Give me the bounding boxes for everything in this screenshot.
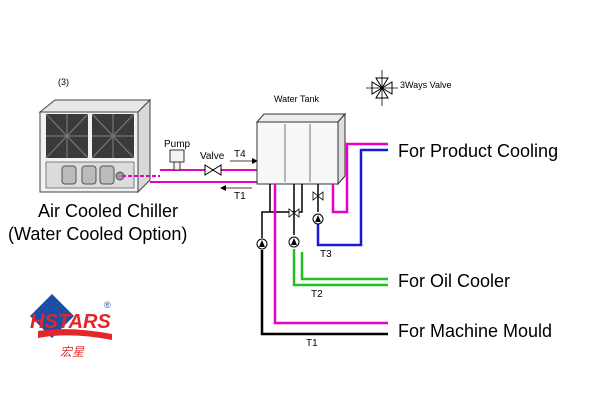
oil-cooler-circuit: T2 For Oil Cooler xyxy=(270,184,510,300)
machine-mould-circuit: T1 For Machine Mould xyxy=(256,184,552,349)
t2-label: T2 xyxy=(311,289,323,300)
compressor-icon xyxy=(61,165,125,185)
oil-cooler-return-pipe xyxy=(300,252,388,281)
figure-number: (3) xyxy=(58,77,69,87)
pump-t1-icon xyxy=(256,238,268,250)
t1-bottom-label: T1 xyxy=(306,338,318,349)
three-way-valve-label: 3Ways Valve xyxy=(400,80,452,90)
water-tank-label: Water Tank xyxy=(274,94,320,104)
pump-t3-icon xyxy=(312,213,324,225)
t3-label: T3 xyxy=(320,249,332,260)
machine-mould-return-pipe xyxy=(273,184,388,325)
t1-return-label: T1 xyxy=(234,191,246,202)
valve-label: Valve xyxy=(200,151,225,162)
output-product-cooling: For Product Cooling xyxy=(398,141,558,161)
machine-mould-supply-pipe xyxy=(260,250,388,336)
t4-label: T4 xyxy=(234,149,246,160)
gate-valve-icon xyxy=(204,164,222,176)
logo-chinese-text: 宏星 xyxy=(60,345,85,359)
output-machine-mould: For Machine Mould xyxy=(398,321,552,341)
condenser-fan-left-icon xyxy=(45,113,89,159)
air-cooled-chiller-unit: (3) Air Cooled Chiller (Water Cooled Opt… xyxy=(8,77,187,244)
product-return-pipe xyxy=(316,148,388,247)
logo-swoosh-icon xyxy=(38,329,112,340)
pump-label: Pump xyxy=(164,139,191,150)
logo-registered-mark: ® xyxy=(104,300,111,310)
three-way-valve-t3-icon xyxy=(312,191,324,201)
pump-icon xyxy=(169,149,185,171)
supply-return-piping: Pump Valve T4 T1 xyxy=(122,139,258,202)
logo-wordmark: HSTARS xyxy=(30,311,111,333)
three-way-valve-legend: 3Ways Valve xyxy=(366,70,452,106)
three-way-valve-icon xyxy=(366,70,398,106)
hstars-logo: HSTARS ® 宏星 xyxy=(30,294,112,359)
logo-diamond-icon xyxy=(30,294,74,338)
output-oil-cooler: For Oil Cooler xyxy=(398,271,510,291)
product-cooling-circuit: T3 For Product Cooling xyxy=(312,141,558,260)
three-way-valve-t2-icon xyxy=(288,208,300,218)
chiller-title-line1: Air Cooled Chiller xyxy=(38,201,178,221)
condenser-fan-right-icon xyxy=(91,113,135,159)
oil-cooler-supply-pipe xyxy=(292,249,388,287)
pump-t2-icon xyxy=(288,236,300,248)
product-supply-pipe xyxy=(331,142,388,214)
water-tank: Water Tank xyxy=(255,94,347,186)
chiller-title-line2: (Water Cooled Option) xyxy=(8,224,187,244)
